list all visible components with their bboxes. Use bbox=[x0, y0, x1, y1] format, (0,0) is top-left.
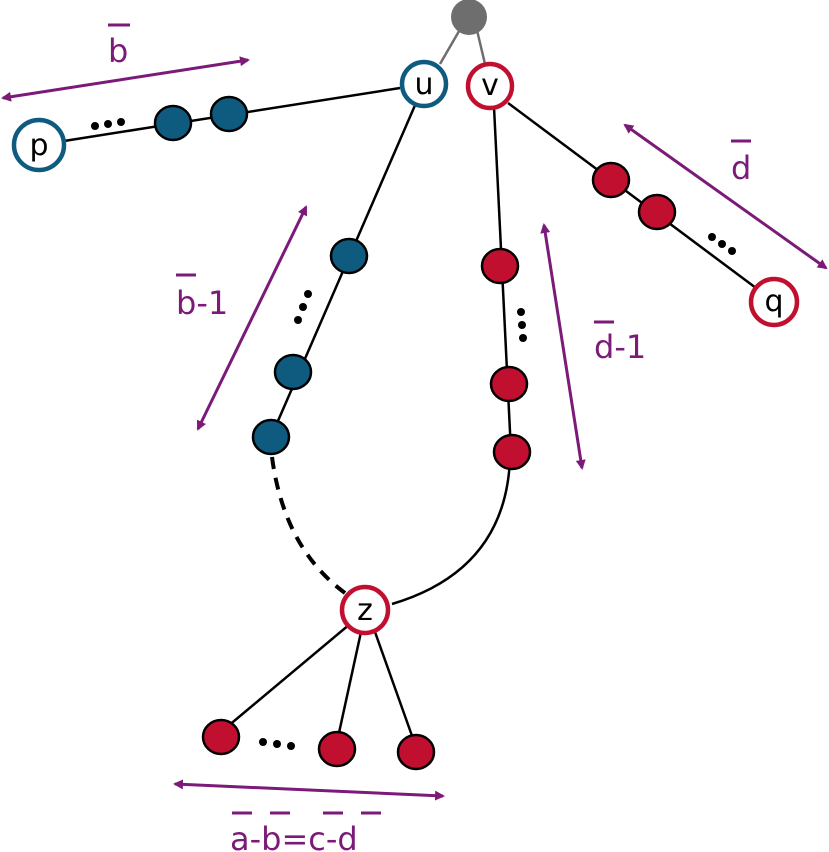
red-node bbox=[492, 433, 532, 471]
edge-chain-z-solid bbox=[391, 457, 512, 606]
node-z: z bbox=[339, 584, 391, 636]
edge-z-leaf2 bbox=[335, 631, 363, 743]
red-node bbox=[591, 161, 631, 199]
edge-chain-z-dashed bbox=[270, 456, 347, 595]
node-z-label: z bbox=[357, 593, 373, 628]
edge-z-leaf3 bbox=[373, 631, 418, 748]
blue-node bbox=[153, 104, 193, 142]
node-u-label: u bbox=[414, 67, 433, 102]
edge-z-leaf1 bbox=[220, 623, 351, 733]
ellipsis-q-chain bbox=[708, 233, 736, 255]
red-node bbox=[396, 733, 436, 771]
arrow-bottom bbox=[173, 779, 445, 801]
edge-root-u bbox=[438, 25, 464, 65]
node-q-label: q bbox=[764, 284, 783, 319]
arrow-d-minus-1 bbox=[540, 223, 586, 470]
label-bottom-text: a-b=c-d bbox=[230, 820, 358, 852]
arrow-b-minus-1 bbox=[196, 205, 308, 431]
root-node bbox=[451, 0, 487, 35]
node-q: q bbox=[748, 276, 800, 328]
node-v-label: v bbox=[481, 68, 499, 103]
label-d-minus-1: d-1 bbox=[594, 320, 646, 366]
labels: b b-1 d d-1 a-b=c-d bbox=[108, 23, 751, 852]
arrow-b bbox=[1, 56, 250, 102]
ellipsis-v-chain bbox=[517, 308, 527, 342]
red-node bbox=[489, 365, 529, 403]
label-d-minus-1-text: d-1 bbox=[594, 328, 646, 366]
ellipsis-p-chain bbox=[91, 118, 125, 130]
label-b-minus-1-text: b-1 bbox=[176, 284, 228, 322]
label-b: b bbox=[108, 23, 130, 70]
label-d-text: d bbox=[731, 149, 751, 187]
ellipsis-leaves bbox=[259, 738, 295, 750]
red-node bbox=[201, 718, 241, 756]
red-node bbox=[317, 730, 357, 768]
blue-node bbox=[329, 237, 369, 275]
node-v: v bbox=[465, 61, 515, 111]
label-b-minus-1: b-1 bbox=[176, 273, 228, 322]
blue-node bbox=[209, 95, 249, 133]
ellipsis-u-chain bbox=[294, 290, 312, 324]
label-b-text: b bbox=[108, 32, 128, 70]
label-d: d bbox=[731, 139, 751, 187]
arrow-d bbox=[623, 123, 828, 270]
blue-node bbox=[251, 418, 291, 456]
red-node bbox=[637, 193, 677, 231]
node-p-label: p bbox=[29, 128, 48, 163]
arrows bbox=[1, 56, 828, 801]
node-p: p bbox=[11, 117, 67, 173]
red-nodes bbox=[201, 161, 677, 771]
node-u: u bbox=[399, 59, 449, 109]
red-node bbox=[480, 247, 520, 285]
blue-node bbox=[273, 353, 313, 391]
label-bottom-equation: a-b=c-d bbox=[230, 811, 381, 852]
